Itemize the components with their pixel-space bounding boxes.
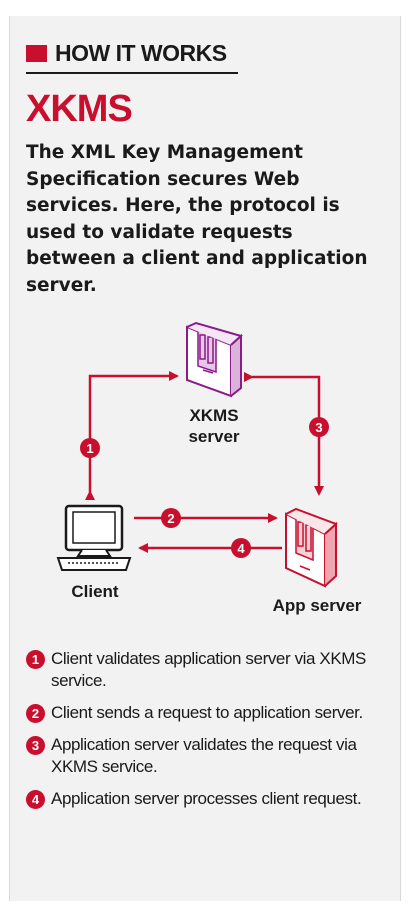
client-label: Client: [71, 582, 119, 601]
xkms-server-label-line2: server: [188, 427, 239, 446]
steps-list: 1 Client validates application server vi…: [26, 648, 396, 820]
step-badge-3: 3: [26, 736, 45, 755]
arrow-client-xkms: [85, 371, 179, 500]
step-badge-2: 2: [26, 704, 45, 723]
step-text: Application server processes client requ…: [51, 789, 362, 808]
client-computer-icon: [56, 504, 132, 571]
section-kicker: HOW IT WORKS: [26, 40, 227, 67]
step-text: Client sends a request to application se…: [51, 703, 363, 722]
intro-paragraph: The XML Key Management Specification sec…: [26, 142, 368, 296]
how-it-works-panel: [9, 16, 401, 901]
kicker-underline: [26, 72, 238, 74]
kicker-label: HOW IT WORKS: [55, 40, 227, 66]
xkms-server-label-line1: XKMS: [189, 406, 238, 425]
list-item: 2 Client sends a request to application …: [26, 702, 396, 724]
list-item: 3 Application server validates the reque…: [26, 734, 396, 778]
svg-text:1: 1: [86, 441, 93, 456]
page-title: XKMS: [26, 88, 133, 130]
step-badge-4: 4: [26, 790, 45, 809]
step-marker-4: 4: [231, 538, 251, 558]
list-item: 4 Application server processes client re…: [26, 788, 396, 810]
svg-text:3: 3: [315, 420, 322, 435]
arrow-app-xkms: [244, 372, 324, 496]
step-marker-2: 2: [161, 508, 181, 528]
step-marker-1: 1: [80, 438, 100, 458]
app-server-icon: [285, 507, 338, 588]
step-text: Application server validates the request…: [51, 735, 357, 776]
kicker-square-icon: [26, 45, 47, 62]
step-text: Client validates application server via …: [51, 649, 366, 690]
step-badge-1: 1: [26, 650, 45, 669]
svg-text:4: 4: [237, 541, 245, 556]
xkms-server-icon: [186, 321, 244, 398]
svg-text:2: 2: [167, 511, 174, 526]
list-item: 1 Client validates application server vi…: [26, 648, 396, 692]
step-marker-3: 3: [309, 417, 329, 437]
app-server-label: App server: [273, 596, 362, 615]
